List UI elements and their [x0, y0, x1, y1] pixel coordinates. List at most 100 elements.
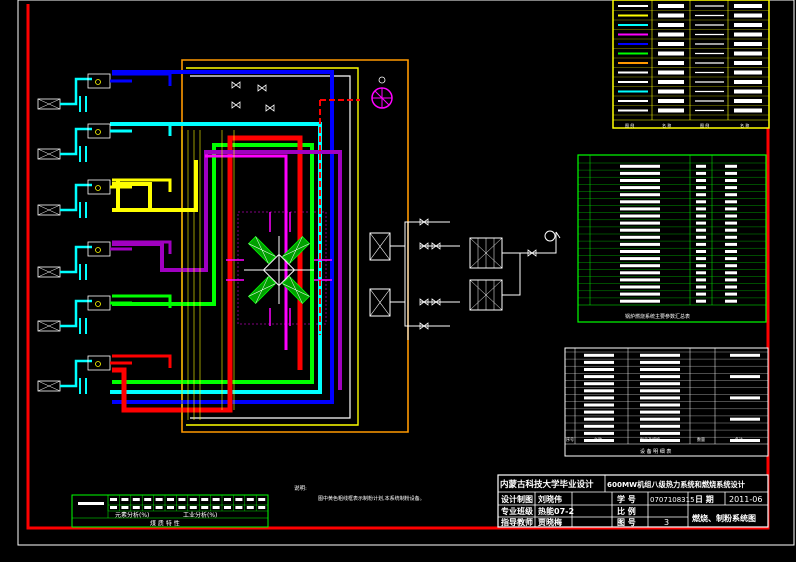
boiler-row-unit — [696, 200, 706, 204]
equip-row-note — [730, 375, 760, 379]
purple-pipe-loop — [112, 150, 342, 390]
legend-name-cell — [658, 51, 684, 56]
mill-feeder — [79, 318, 87, 334]
mill-motor-icon — [95, 361, 101, 367]
valve-icon — [419, 218, 429, 226]
legend-name-cell — [734, 61, 762, 65]
legend-name-cell — [658, 61, 684, 65]
burner-nozzle — [247, 275, 277, 305]
equipment-table: 序号 名称 型号及规格 数量 备注 设 备 明 细 表 — [564, 347, 769, 457]
row1-key2: 日 期 — [695, 494, 714, 504]
boiler-row-value — [725, 292, 737, 296]
bunker-hatch — [37, 148, 61, 160]
equip-row-spec — [640, 389, 680, 393]
mill-motor-icon — [95, 79, 101, 85]
bunker-hatch — [37, 266, 61, 278]
boiler-row-text — [620, 207, 660, 211]
legend-name-cell — [734, 4, 762, 8]
green-pipe-loop — [112, 143, 314, 384]
boiler-row-text — [620, 235, 660, 239]
mill-motor-icon — [95, 301, 101, 307]
equip-row-spec — [640, 439, 680, 442]
red-dashed-duct — [319, 99, 360, 335]
mill-inlet-pipe — [60, 183, 92, 212]
induced-draft-fan — [544, 230, 556, 242]
notes-line-1: 图中黄色粗线框表示制粉计划,本系统制粉设备。 — [318, 495, 425, 502]
boiler-row-unit — [696, 164, 706, 168]
boiler-row-value — [725, 278, 737, 282]
mill-feeder — [79, 146, 87, 162]
valve-icon — [257, 84, 267, 92]
mill-feeder — [79, 202, 87, 218]
coal-mill-icon — [87, 123, 111, 139]
row1-label: 设计制图 — [501, 494, 533, 504]
drawing-name: 燃烧、制粉系统图 — [692, 513, 756, 523]
legend-name-cell — [734, 51, 762, 56]
equip-row-name — [584, 424, 614, 428]
fuel-col-value — [246, 506, 254, 509]
boiler-row-unit — [696, 292, 706, 296]
mill-feeder — [79, 378, 87, 394]
equip-row-spec — [640, 375, 680, 379]
boiler-row-value — [725, 214, 737, 218]
boiler-row-text — [620, 179, 660, 182]
burner-nozzle — [247, 235, 277, 265]
fuel-col-head — [110, 498, 117, 501]
row1-person: 刘晓伟 — [538, 494, 562, 504]
valve-icon — [231, 81, 241, 89]
boiler-row-unit — [696, 250, 706, 253]
boiler-row-value — [725, 242, 737, 246]
pulverized-coal-pipe — [112, 178, 172, 192]
fuel-col-value — [201, 506, 209, 509]
boiler-row-unit — [696, 257, 706, 261]
boiler-row-unit — [696, 299, 706, 303]
yellow-feeder-pipe — [112, 160, 198, 212]
equip-row-name — [584, 417, 614, 421]
legend-name-cell — [734, 13, 762, 18]
fuel-col-value — [155, 506, 163, 509]
fuel-col-value — [167, 506, 174, 509]
pulverized-coal-pipe — [112, 122, 172, 136]
boiler-row-value — [725, 200, 737, 204]
legend-name-cell — [658, 13, 684, 18]
legend-footer-2: 名 称 — [662, 122, 671, 128]
coal-mill-icon — [87, 241, 111, 257]
bunker-hatch — [37, 204, 61, 216]
equip-table-footer: 设 备 明 细 表 — [640, 448, 671, 455]
fuel-col-value — [110, 506, 117, 509]
boiler-row-value — [725, 164, 737, 168]
boiler-row-text — [620, 292, 660, 296]
row2-key: 比 例 — [617, 506, 636, 516]
fuel-col-head — [144, 498, 152, 501]
legend-footer-4: 名 称 — [740, 122, 749, 128]
equip-row-spec — [640, 360, 680, 364]
furnace-center-cross — [244, 236, 314, 304]
equip-row-spec — [640, 396, 680, 400]
pulverizing-system-diagram — [37, 59, 561, 433]
equip-row-spec — [640, 424, 680, 428]
pulverized-coal-pipe — [112, 354, 172, 368]
boiler-row-value — [725, 171, 737, 175]
equip-row-note — [730, 439, 760, 442]
row3-value: 3 — [664, 518, 669, 527]
valve-icon — [265, 104, 275, 112]
bunker-hatch — [37, 98, 61, 110]
mill-inlet-pipe — [60, 127, 92, 156]
boiler-row-text — [620, 278, 660, 282]
equip-row-name — [584, 382, 614, 386]
pulverized-coal-pipe — [112, 72, 172, 86]
legend-footer-3: 图 例 — [700, 122, 709, 128]
mill-feeder — [79, 96, 87, 112]
pulverized-coal-pipe — [112, 294, 172, 308]
mill-feeder — [79, 264, 87, 280]
boiler-row-unit — [696, 179, 706, 182]
boiler-row-unit — [696, 271, 706, 275]
boiler-row-text — [620, 186, 660, 190]
equip-row-note — [730, 417, 760, 421]
fuel-col-head — [189, 498, 197, 501]
equip-row-spec — [640, 403, 680, 407]
boiler-row-value — [725, 299, 737, 303]
equip-col-5: 备注 — [735, 436, 743, 442]
legend-name-cell — [658, 99, 684, 103]
equip-row-name — [584, 439, 614, 442]
